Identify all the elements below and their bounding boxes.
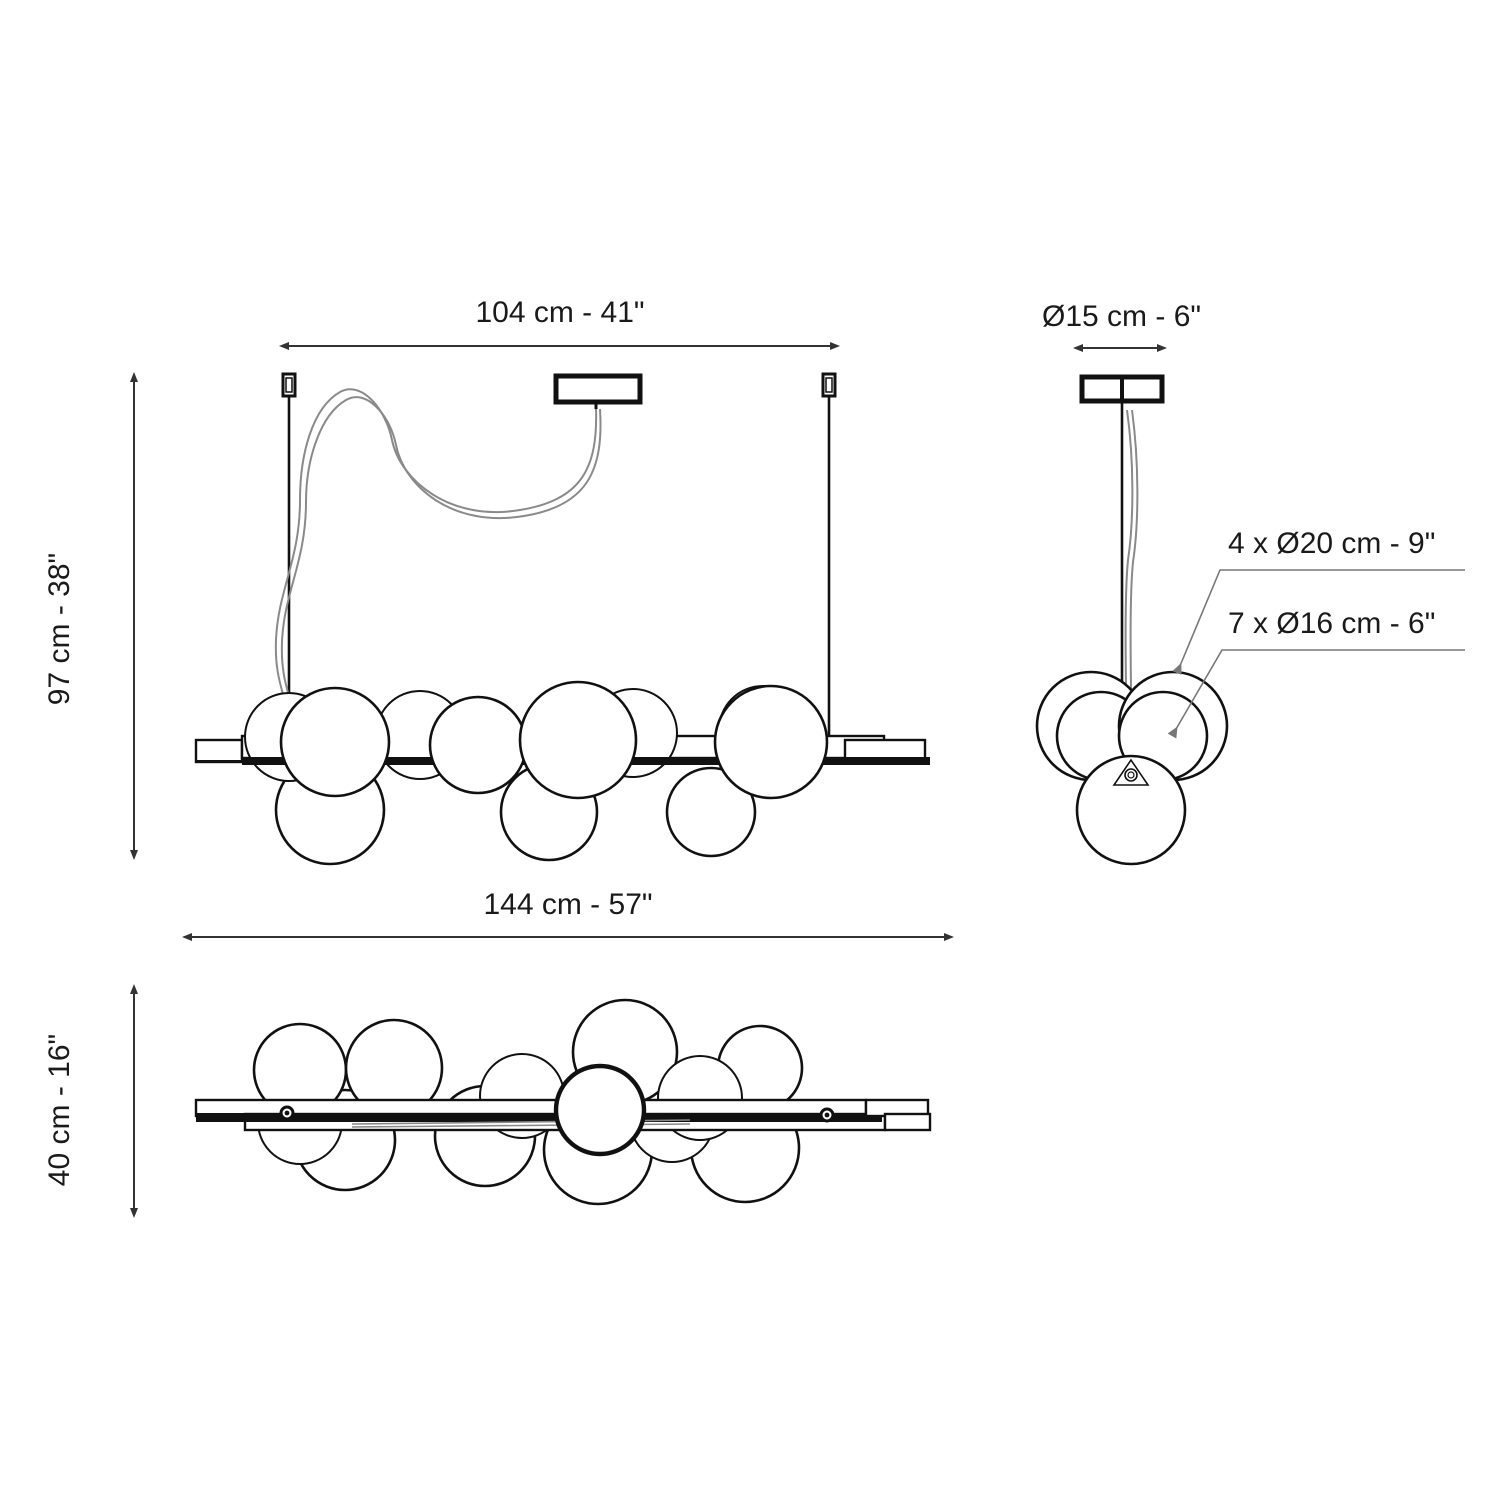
dimension-label-overall-length: 144 cm - 57"	[483, 888, 653, 921]
callout-leader-small-spheres	[1167, 649, 1465, 739]
side-elevation-view	[1035, 344, 1465, 866]
callout-label-small-spheres: 7 x Ø16 cm - 6"	[1228, 607, 1436, 640]
ceiling-canopy-front	[553, 373, 643, 409]
ceiling-canopy-side	[1079, 374, 1165, 404]
spheres-front-main-row	[279, 680, 829, 800]
power-cord-front	[274, 388, 602, 748]
callout-leader-large-spheres	[1172, 569, 1465, 675]
front-elevation-view	[194, 372, 930, 866]
spheres-plan-upper	[252, 998, 804, 1141]
callout-label-large-spheres: 4 x Ø20 cm - 9"	[1228, 527, 1436, 560]
suspension-cables-front	[281, 372, 837, 748]
plan-view	[194, 998, 932, 1206]
fixture-bar-plan	[194, 1098, 932, 1132]
dimension-label-front-width: 104 cm - 41"	[475, 296, 645, 329]
spheres-side-cluster	[1035, 670, 1229, 866]
dimension-label-canopy-diameter: Ø15 cm - 6"	[1042, 300, 1202, 333]
ceiling-canopy-plan	[553, 1063, 647, 1157]
